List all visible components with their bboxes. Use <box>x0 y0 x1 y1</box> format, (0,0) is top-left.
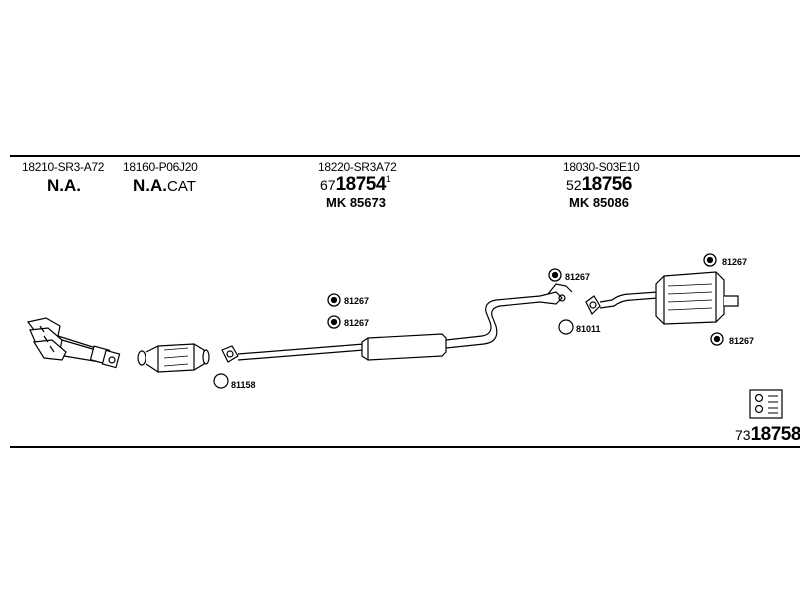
rear-pipe-flange <box>585 295 601 316</box>
gasket-ring-left <box>213 373 229 389</box>
mid-pipe <box>445 295 541 349</box>
kit-catalog-number: 7318758 <box>735 424 800 446</box>
rubber-hanger-icon-5 <box>710 332 724 346</box>
catalog-tick-col3: 1 <box>385 174 391 184</box>
catalog-number-col4: 5218756 <box>566 174 632 196</box>
top-rule <box>10 155 800 157</box>
kit-catalog-main: 18758 <box>750 424 800 445</box>
bottom-rule <box>10 446 800 448</box>
mk-number-col3: MK 85673 <box>326 195 386 210</box>
status-col2-suffix: CAT <box>167 178 196 195</box>
kit-catalog-prefix: 73 <box>735 427 751 443</box>
callout-gasket-left: 81158 <box>231 380 256 390</box>
part-number-col1: 18210-SR3-A72 <box>22 160 105 174</box>
rear-muffler <box>655 271 739 325</box>
status-col2-main: N.A. <box>133 176 167 195</box>
rubber-hanger-icon-3 <box>548 268 562 282</box>
part-number-col2: 18160-P06J20 <box>123 160 198 174</box>
part-number-col3: 18220-SR3A72 <box>318 160 397 174</box>
catalog-prefix-col3: 67 <box>320 177 336 193</box>
rubber-hanger-icon-2 <box>327 315 341 329</box>
callout-muffler-top: 81267 <box>722 257 747 267</box>
catalytic-converter <box>137 343 210 373</box>
exhaust-manifold <box>26 317 121 369</box>
hanger-bracket <box>539 283 573 305</box>
rubber-hanger-icon-4 <box>703 253 717 267</box>
rear-pipe <box>599 291 659 309</box>
front-pipe-flange <box>221 345 239 363</box>
front-pipe <box>237 343 365 361</box>
mk-number-col4: MK 85086 <box>569 195 629 210</box>
status-col1: N.A. <box>47 176 81 195</box>
fitting-kit-icon <box>749 389 783 419</box>
callout-muffler-bottom: 81267 <box>729 336 754 346</box>
callout-ring-rear: 81011 <box>576 324 601 334</box>
catalog-number-col3: 67187541 <box>320 174 391 196</box>
catalog-prefix-col4: 52 <box>566 177 582 193</box>
status-col2: N.A.CAT <box>133 176 196 196</box>
gasket-ring-rear <box>558 319 574 335</box>
part-number-col4: 18030-S03E10 <box>563 160 640 174</box>
center-resonator <box>361 333 447 361</box>
rubber-hanger-icon-1 <box>327 293 341 307</box>
catalog-main-col3: 18754 <box>335 174 387 195</box>
callout-hanger-rear: 81267 <box>565 272 590 282</box>
catalog-main-col4: 18756 <box>581 174 633 195</box>
callout-mid-lower: 81267 <box>344 318 369 328</box>
callout-mid-upper: 81267 <box>344 296 369 306</box>
